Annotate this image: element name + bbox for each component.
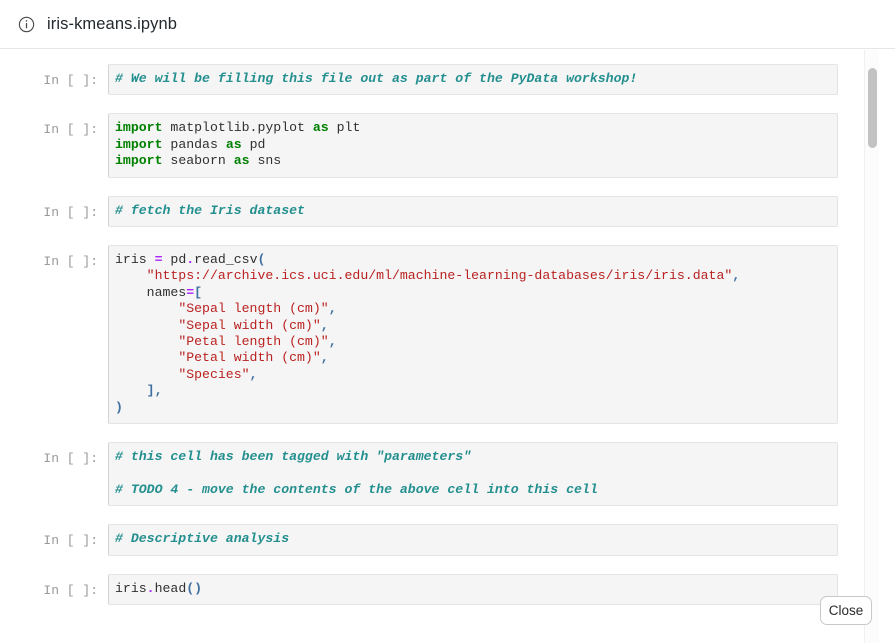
cell-prompt: In [ ]: bbox=[43, 122, 98, 138]
info-icon bbox=[18, 16, 35, 32]
cell-source: iris = pd.read_csv( "https://archive.ics… bbox=[115, 252, 741, 415]
cell-input-area[interactable]: iris = pd.read_csv( "https://archive.ics… bbox=[108, 245, 838, 425]
notebook-cell[interactable]: In [ ]: # fetch the Iris dataset bbox=[0, 195, 864, 228]
notebook-cell-list: In [ ]: # We will be filling this file o… bbox=[0, 50, 864, 643]
code-comment: # We will be filling this file out as pa… bbox=[115, 71, 638, 86]
notebook-cell[interactable]: In [ ]: iris.head() bbox=[0, 573, 864, 606]
cell-input-area[interactable]: iris.head() bbox=[108, 573, 838, 606]
cell-source: iris.head() bbox=[115, 580, 203, 596]
cell-input-area[interactable]: # We will be filling this file out as pa… bbox=[108, 64, 838, 96]
cell-source: # We will be filling this file out as pa… bbox=[115, 71, 827, 87]
cell-prompt: In [ ]: bbox=[43, 204, 98, 220]
notebook-cell[interactable]: In [ ]: import matplotlib.pyplot as plt … bbox=[0, 113, 864, 178]
titlebar: iris-kmeans.ipynb bbox=[0, 0, 895, 49]
cell-source: # this cell has been tagged with "parame… bbox=[115, 449, 827, 498]
cell-source: # Descriptive analysis bbox=[115, 531, 827, 547]
notebook-cell[interactable]: In [ ]: iris = pd.read_csv( "https://arc… bbox=[0, 245, 864, 425]
cell-input-area[interactable]: # Descriptive analysis bbox=[108, 524, 838, 556]
notebook-cell[interactable]: In [ ]: # We will be filling this file o… bbox=[0, 64, 864, 96]
vertical-scrollbar[interactable] bbox=[864, 50, 879, 643]
cell-source: # fetch the Iris dataset bbox=[115, 203, 827, 219]
cell-prompt: In [ ]: bbox=[43, 582, 98, 598]
cell-source: import matplotlib.pyplot as plt import p… bbox=[115, 120, 361, 169]
cell-input-area[interactable]: # this cell has been tagged with "parame… bbox=[108, 442, 838, 507]
notebook-area: In [ ]: # We will be filling this file o… bbox=[0, 50, 895, 643]
cell-prompt: In [ ]: bbox=[43, 451, 98, 467]
notebook-cell[interactable]: In [ ]: # Descriptive analysis bbox=[0, 524, 864, 556]
code-comment: # this cell has been tagged with "parame… bbox=[115, 449, 598, 497]
document-title: iris-kmeans.ipynb bbox=[47, 14, 178, 33]
close-button[interactable]: Close bbox=[820, 596, 872, 625]
cell-prompt: In [ ]: bbox=[43, 533, 98, 549]
notebook-cell[interactable]: In [ ]: # this cell has been tagged with… bbox=[0, 442, 864, 507]
cell-prompt: In [ ]: bbox=[43, 254, 98, 270]
cell-input-area[interactable]: # fetch the Iris dataset bbox=[108, 195, 838, 228]
scrollbar-thumb[interactable] bbox=[868, 68, 877, 148]
code-comment: # Descriptive analysis bbox=[115, 531, 290, 547]
cell-prompt: In [ ]: bbox=[43, 73, 98, 88]
cell-input-area[interactable]: import matplotlib.pyplot as plt import p… bbox=[108, 113, 838, 178]
code-comment: # fetch the Iris dataset bbox=[115, 202, 305, 218]
